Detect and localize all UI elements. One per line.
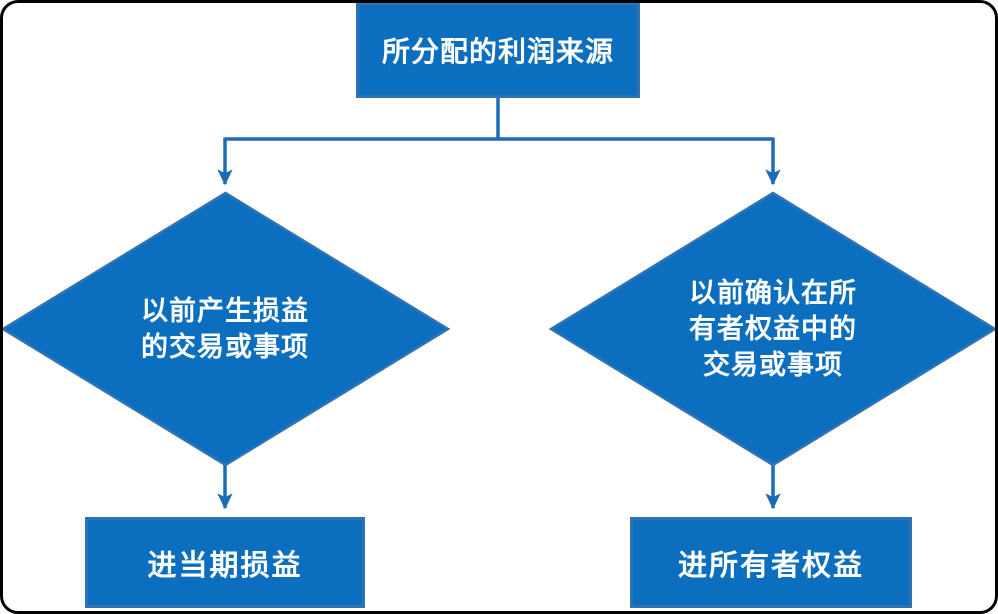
decision-diamond-equity xyxy=(548,191,998,467)
decision-equity-label-line2: 有者权益中的 xyxy=(689,314,857,344)
node-profit-source: 所分配的利润来源 xyxy=(356,2,640,98)
node-result-current-pl-label: 进当期损益 xyxy=(147,549,303,582)
decision-diamond-pl xyxy=(0,191,451,467)
decision-equity-label-line1: 以前确认在所 xyxy=(689,278,857,308)
decision-pl-label-line1: 以前产生损益 xyxy=(141,296,309,326)
decision-equity-label-line3: 交易或事项 xyxy=(703,350,843,380)
node-result-owners-equity: 进所有者权益 xyxy=(630,517,912,608)
decision-pl-label: 以前产生损益 的交易或事项 xyxy=(75,293,375,365)
node-profit-source-label: 所分配的利润来源 xyxy=(381,36,614,67)
node-result-current-pl: 进当期损益 xyxy=(85,517,365,608)
decision-pl-label-line2: 的交易或事项 xyxy=(141,332,309,362)
node-result-owners-equity-label: 进所有者权益 xyxy=(677,549,864,582)
decision-equity-label: 以前确认在所 有者权益中的 交易或事项 xyxy=(623,275,923,383)
